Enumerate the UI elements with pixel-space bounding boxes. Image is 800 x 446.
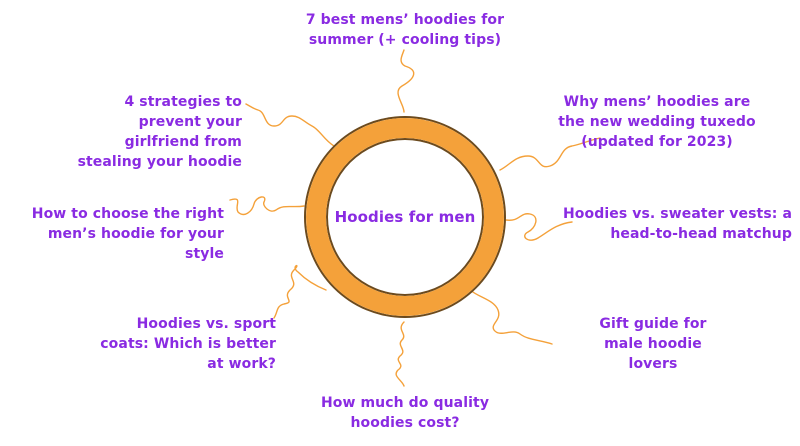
connector-bottom <box>395 321 405 387</box>
topic-top-left: 4 strategies to prevent your girlfriend … <box>77 94 242 170</box>
topic-bottom: How much do quality hoodies cost? <box>320 395 490 431</box>
topic-bottom-left: Hoodies vs. sport coats: Which is better… <box>100 316 276 372</box>
connector-left <box>229 196 305 216</box>
connector-top <box>397 49 415 113</box>
connector-bottom-right <box>469 289 553 345</box>
center-topic: Hoodies for men <box>334 208 476 226</box>
topic-right: Hoodies vs. sweater vests: a head-to-hea… <box>562 206 792 242</box>
topic-left: How to choose the right men’s hoodie for… <box>31 206 224 262</box>
topic-top: 7 best mens’ hoodies for summer (+ cooli… <box>305 12 505 48</box>
topic-bottom-right: Gift guide for male hoodie lovers <box>599 316 707 372</box>
connector-right <box>505 213 573 241</box>
connector-top-right <box>499 137 601 171</box>
connector-bottom-left <box>273 264 327 319</box>
connector-top-left <box>245 103 335 147</box>
topic-top-right: Why mens’ hoodies are the new wedding tu… <box>558 94 756 150</box>
